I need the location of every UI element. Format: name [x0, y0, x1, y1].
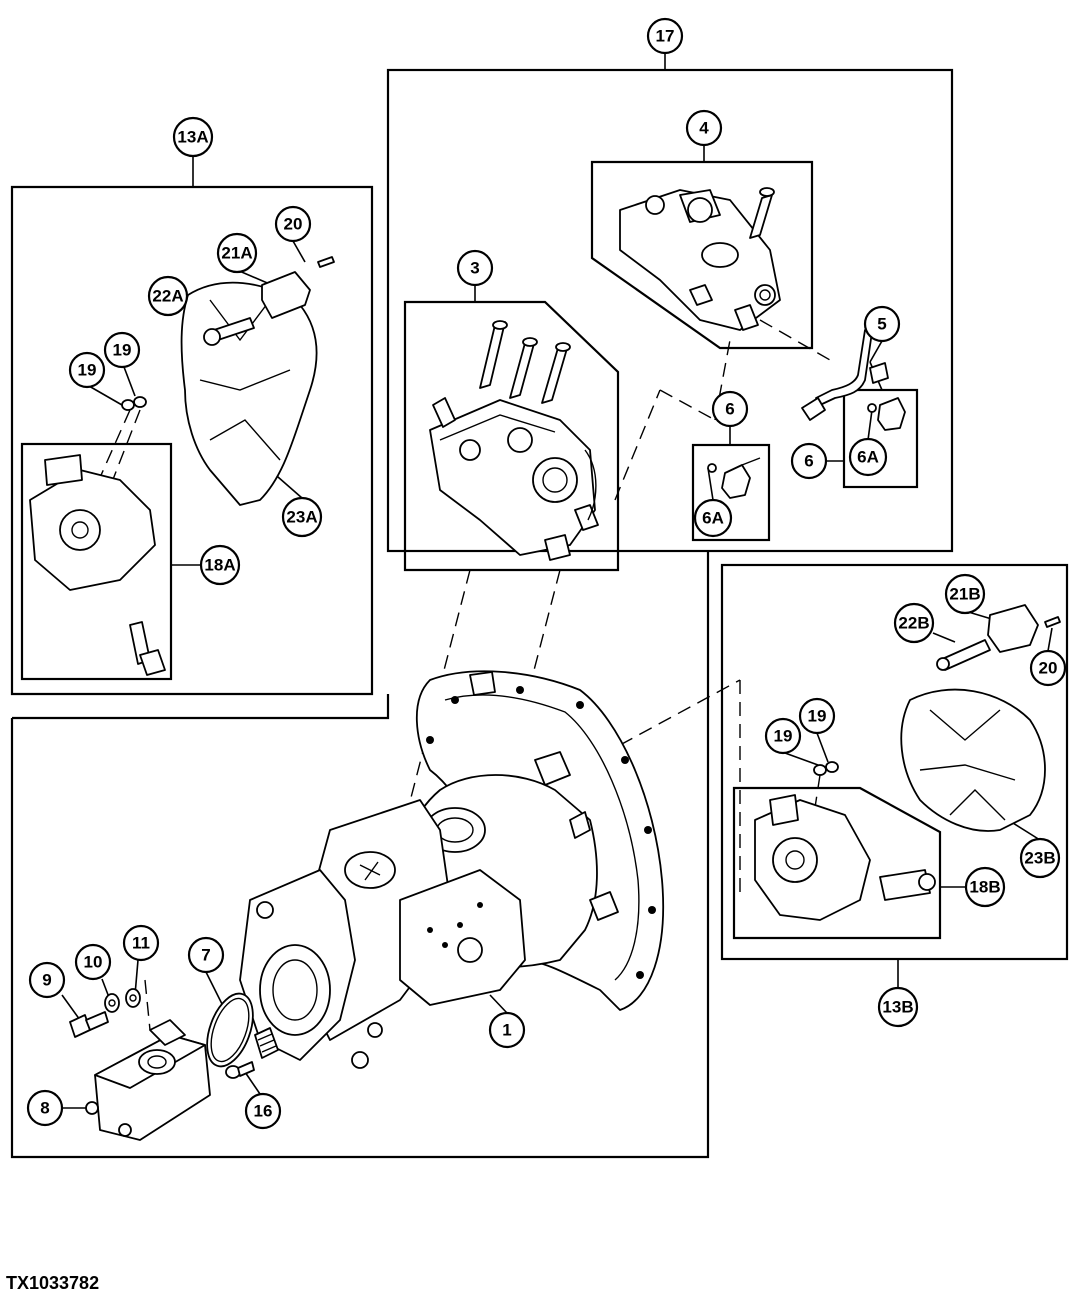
callout-21A: 21A	[216, 232, 258, 274]
svg-text:19: 19	[78, 361, 97, 380]
callout-19-b1: 19	[764, 717, 802, 755]
leader-lines	[61, 53, 1053, 1109]
svg-text:18B: 18B	[969, 878, 1000, 897]
frame-4	[590, 160, 814, 350]
callout-22A: 22A	[147, 275, 189, 317]
frame-6A	[842, 388, 919, 489]
elbow-fittings	[707, 397, 906, 499]
svg-text:13B: 13B	[882, 998, 913, 1017]
main-pump-assembly	[239, 670, 665, 1069]
align-line	[759, 319, 831, 361]
callout-18A: 18A	[199, 544, 241, 586]
svg-text:20: 20	[284, 215, 303, 234]
svg-text:8: 8	[40, 1099, 49, 1118]
gear-pump-assembly	[85, 1019, 211, 1141]
frame-18B	[732, 786, 942, 940]
svg-text:1: 1	[502, 1021, 511, 1040]
svg-text:16: 16	[254, 1102, 273, 1121]
svg-text:6: 6	[804, 452, 813, 471]
callout-21B: 21B	[944, 573, 986, 615]
svg-text:21B: 21B	[949, 585, 980, 604]
o-ring-inner	[210, 997, 250, 1063]
align-line	[659, 389, 716, 421]
svg-text:21A: 21A	[221, 244, 252, 263]
callout-7: 7	[187, 936, 225, 974]
shaft-coupling-teeth	[257, 1033, 277, 1053]
frame-18A	[20, 442, 173, 681]
svg-text:6A: 6A	[702, 509, 724, 528]
callout-20-a: 20	[274, 205, 312, 243]
align-line	[104, 409, 141, 501]
callout-16: 16	[244, 1092, 282, 1130]
callout-19-a2: 19	[103, 331, 141, 369]
svg-text:18A: 18A	[204, 556, 235, 575]
callout-4: 4	[685, 109, 723, 147]
callout-22B: 22B	[893, 602, 935, 644]
svg-text:17: 17	[656, 27, 675, 46]
coupling-13B-parts	[754, 604, 1061, 921]
callout-13A: 13A	[172, 116, 214, 158]
svg-text:22A: 22A	[152, 287, 183, 306]
svg-text:19: 19	[774, 727, 793, 746]
frame-17	[386, 68, 954, 553]
frame-main-pump	[10, 551, 710, 1159]
frame-3	[403, 300, 620, 572]
callout-13B: 13B	[877, 986, 919, 1028]
callout-5: 5	[863, 305, 901, 343]
callout-6-top: 6	[711, 390, 749, 428]
callout-6A-right: 6A	[848, 437, 888, 477]
align-line	[614, 389, 661, 501]
callout-1: 1	[488, 1011, 526, 1049]
callout-10: 10	[74, 943, 112, 981]
align-line	[89, 409, 131, 501]
callout-20-b: 20	[1029, 649, 1067, 687]
svg-text:9: 9	[42, 971, 51, 990]
fasteners-gear-pump	[69, 988, 255, 1079]
figure-id: TX1033782	[6, 1273, 100, 1293]
frame-13A	[10, 185, 374, 696]
coupling-13A-parts	[29, 256, 335, 676]
callout-11: 11	[122, 924, 160, 962]
callout-3: 3	[456, 249, 494, 287]
callout-23B: 23B	[1019, 837, 1061, 879]
callout-17: 17	[646, 17, 684, 55]
svg-text:11: 11	[132, 934, 150, 953]
align-line	[619, 679, 741, 746]
svg-text:6: 6	[725, 400, 734, 419]
callout-6A-left: 6A	[693, 498, 733, 538]
align-line	[144, 979, 151, 1031]
frame-13B	[720, 563, 1069, 961]
svg-text:7: 7	[201, 946, 210, 965]
svg-text:10: 10	[84, 953, 103, 972]
callout-23A: 23A	[281, 496, 323, 538]
frame-6	[691, 443, 771, 542]
tube-assembly	[801, 329, 889, 421]
callout-8: 8	[26, 1089, 64, 1127]
callout-9: 9	[28, 961, 66, 999]
callout-6-right: 6	[790, 442, 828, 480]
callout-18B: 18B	[964, 866, 1006, 908]
svg-text:5: 5	[877, 315, 886, 334]
svg-text:23B: 23B	[1024, 849, 1055, 868]
svg-text:19: 19	[808, 707, 827, 726]
svg-text:6A: 6A	[857, 448, 879, 467]
svg-text:22B: 22B	[898, 614, 929, 633]
svg-text:4: 4	[699, 119, 709, 138]
regulator-assembly	[429, 320, 599, 561]
svg-text:23A: 23A	[286, 508, 317, 527]
callout-19-a1: 19	[68, 351, 106, 389]
svg-text:3: 3	[470, 259, 479, 278]
svg-text:13A: 13A	[177, 128, 208, 147]
svg-text:20: 20	[1039, 659, 1058, 678]
o-ring-part	[206, 992, 254, 1068]
pilot-valve-assembly	[619, 187, 781, 331]
callout-19-b2: 19	[798, 697, 836, 735]
svg-text:19: 19	[113, 341, 132, 360]
